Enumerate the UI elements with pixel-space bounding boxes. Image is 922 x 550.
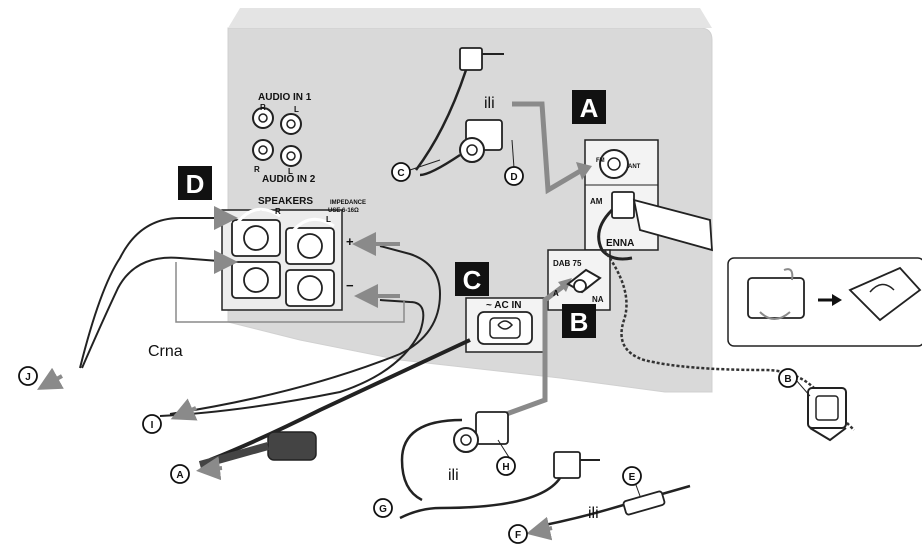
dab-plug-bottom <box>399 451 600 520</box>
dab-antenna-socket <box>566 268 602 294</box>
power-plug <box>267 431 317 461</box>
callout-b: B <box>778 368 798 388</box>
am-antenna-plug <box>597 191 713 261</box>
arrow-f <box>526 516 553 541</box>
badge-a: A <box>572 90 606 124</box>
word-ili-mid: ili <box>448 467 459 484</box>
svg-text:A: A <box>176 470 183 481</box>
callout-d: D <box>504 166 524 186</box>
loop-base-standing <box>848 266 922 322</box>
audio-in-1-l-jack <box>280 113 302 135</box>
callout-e: E <box>622 466 642 486</box>
pointer-arrow-a <box>512 101 592 195</box>
callout-h: H <box>496 456 516 476</box>
speaker-cable-right <box>159 245 442 417</box>
label-audio-in-2-l: L <box>288 167 293 176</box>
callout-f: F <box>508 524 528 544</box>
speaker-terminal-r-minus <box>231 261 281 299</box>
callout-a: A <box>170 464 190 484</box>
label-plus: + <box>346 234 354 249</box>
word-crna: Crna <box>148 343 183 360</box>
badge-c: C <box>455 262 489 296</box>
am-loop-antenna <box>807 387 847 442</box>
badge-d: D <box>178 166 212 200</box>
svg-text:E: E <box>629 472 636 483</box>
audio-in-2-r-jack <box>252 139 274 161</box>
svg-text:A: A <box>580 93 599 123</box>
label-audio-in-2: AUDIO IN 2 <box>262 174 316 185</box>
label-fm-small: FM <box>596 158 605 164</box>
label-dab: DAB 75 <box>553 259 582 268</box>
svg-text:C: C <box>397 168 404 179</box>
callout-j: J <box>18 366 38 386</box>
word-ili-top: ili <box>484 95 495 112</box>
pointer-arrow-b <box>489 278 572 423</box>
crna-bracket <box>175 262 405 323</box>
badge-b: B <box>562 304 596 338</box>
label-audio-in-1-r: R <box>260 103 266 112</box>
speaker-terminal-r-plus <box>231 219 281 257</box>
label-audio-in-1: AUDIO IN 1 <box>258 92 312 103</box>
dab-plug-lower <box>400 411 509 502</box>
speaker-terminal-l-minus <box>285 269 335 307</box>
speaker-terminal-l-plus <box>285 227 335 265</box>
svg-text:F: F <box>515 530 521 541</box>
callout-g: G <box>373 498 393 518</box>
arrow-i <box>170 398 198 421</box>
svg-text:J: J <box>25 372 31 383</box>
label-am: AM <box>590 197 603 206</box>
audio-in-2-l-jack <box>280 145 302 167</box>
label-audio-in-1-l: L <box>294 105 299 114</box>
ac-in-plate <box>465 297 545 353</box>
power-cable <box>198 338 471 469</box>
svg-text:C: C <box>463 265 482 295</box>
audio-in-jacks <box>252 107 302 167</box>
label-fm-small-2: ANT <box>628 164 641 170</box>
label-minus: − <box>346 278 354 293</box>
top-fm-plug-2 <box>419 119 503 177</box>
audio-in-1-r-jack <box>252 107 274 129</box>
label-antenna-a: A <box>553 289 559 298</box>
word-ili-bottom: ili <box>588 505 599 522</box>
arrow-j <box>37 367 64 390</box>
loop-antenna-inset <box>727 257 922 347</box>
label-antenna-na: NA <box>592 295 604 304</box>
svg-text:B: B <box>784 374 791 385</box>
label-impedance-use: USE 6-16Ω <box>328 208 359 214</box>
fm-antenna-socket <box>599 149 629 179</box>
label-speakers: SPEAKERS <box>258 196 313 207</box>
label-speakers-l: L <box>326 215 331 224</box>
label-audio-in-2-r: R <box>254 165 260 174</box>
svg-text:G: G <box>379 504 387 515</box>
svg-text:B: B <box>570 307 589 337</box>
speaker-terminals <box>221 207 343 311</box>
loop-base-flat <box>747 277 805 319</box>
arrow-a-bottom <box>196 456 223 481</box>
svg-text:I: I <box>151 420 154 431</box>
svg-text:H: H <box>502 462 509 473</box>
svg-text:D: D <box>186 169 205 199</box>
callout-c: C <box>391 162 411 182</box>
label-ac-in: ~ AC IN <box>486 300 521 311</box>
callout-i: I <box>142 414 162 434</box>
label-impedance: IMPEDANCE <box>330 200 366 206</box>
label-speakers-r: R <box>275 207 281 216</box>
svg-text:D: D <box>510 172 517 183</box>
top-fm-plug <box>414 47 504 171</box>
label-enna: ENNA <box>606 238 634 249</box>
cable-ef <box>539 484 691 528</box>
speaker-cable-left <box>79 217 233 369</box>
